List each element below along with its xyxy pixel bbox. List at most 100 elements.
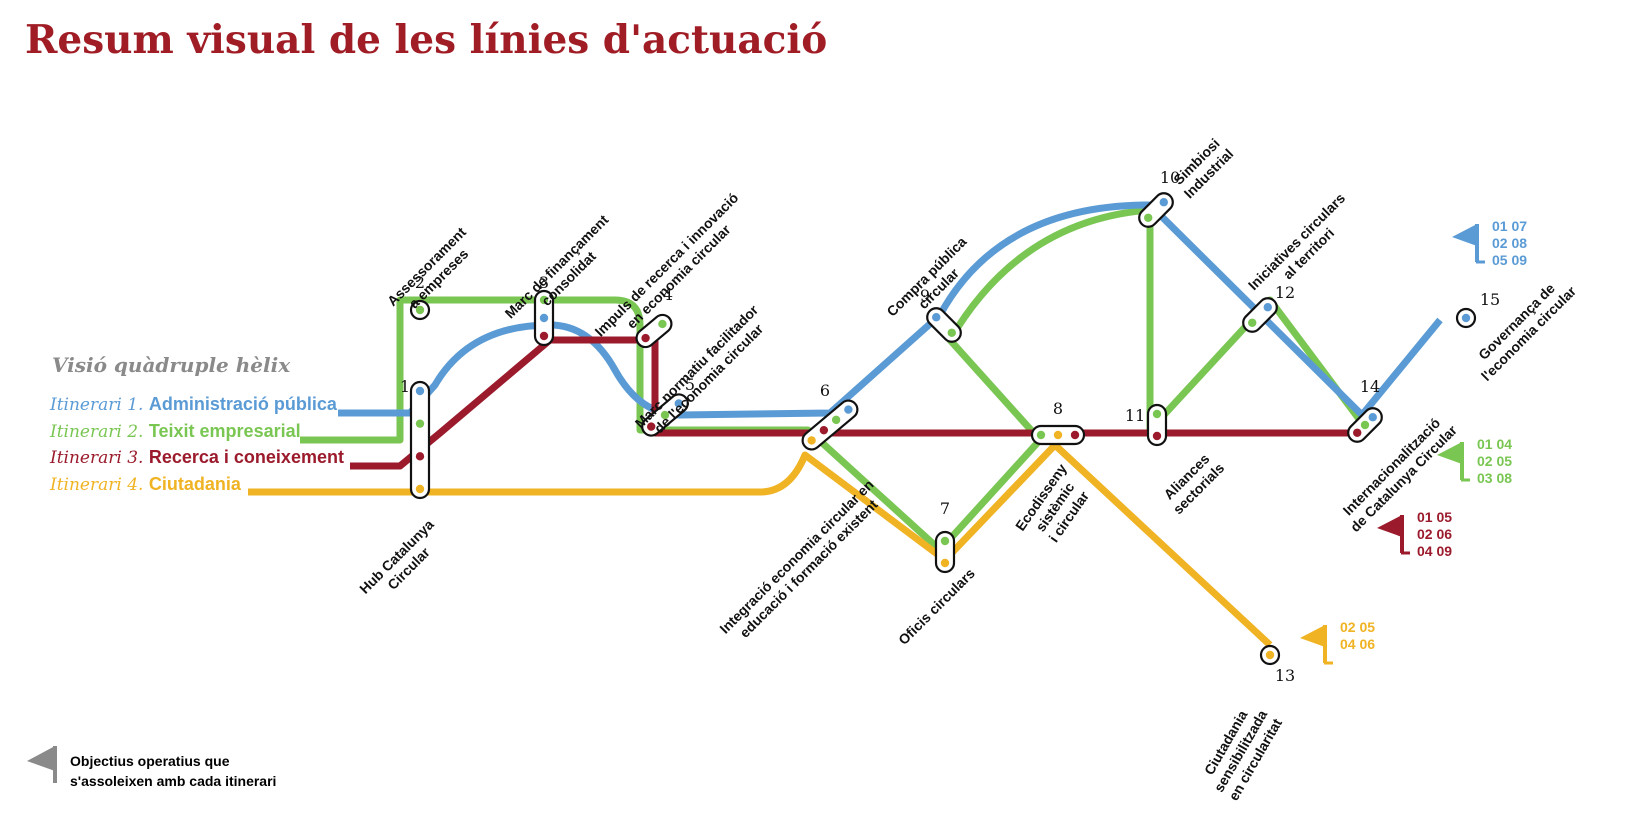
itinerary-1: Itinerari 1. Administració pública [49, 394, 338, 415]
station-dot-blue [674, 399, 683, 408]
station-dot-green [539, 295, 549, 305]
flag-icon [1452, 224, 1477, 246]
station-dot-red [1152, 431, 1162, 441]
station-dot-red [647, 422, 656, 431]
station-label-line: de l'economia circular [651, 320, 767, 436]
quadruple-helix-subtitle: Visió quàdruple hèlix [52, 353, 291, 377]
station-7 [934, 530, 956, 574]
station-dot-green [831, 415, 841, 425]
station-number: 3 [539, 273, 549, 292]
itinerary-prefix: Itinerari 1. [49, 395, 149, 415]
flag-icon [1437, 442, 1462, 464]
itinerary-name: Recerca i coneixement [149, 447, 344, 467]
route-yellow [248, 441, 1273, 648]
station-dot-red [415, 452, 425, 461]
station-15 [1455, 307, 1477, 329]
itinerary-prefix: Itinerari 2. [49, 422, 149, 442]
station-10 [1138, 192, 1174, 228]
objective-code: 02 05 [1477, 453, 1512, 469]
station-dot-red [539, 331, 549, 341]
objective-code: 05 09 [1492, 252, 1527, 268]
station-number: 13 [1275, 666, 1295, 685]
station-number: 1 [400, 377, 410, 396]
itinerary-prefix: Itinerari 4. [49, 475, 149, 495]
route-blue [338, 201, 1443, 419]
objective-code: 02 05 [1340, 619, 1375, 635]
station-label-line: en economia circular [623, 221, 734, 332]
station-dot-red [1353, 428, 1362, 437]
station-dot-blue [1159, 198, 1168, 207]
objective-code: 02 08 [1492, 235, 1527, 251]
objective-code: 01 05 [1417, 509, 1452, 525]
station-dot-blue [415, 386, 425, 396]
itinerary-name: Ciutadania [149, 474, 242, 494]
station-dot-blue [844, 405, 853, 414]
station-number: 5 [685, 375, 695, 394]
objective-code: 01 04 [1477, 436, 1512, 452]
flag-legend: Objectius operatius que s'assoleixen amb… [27, 746, 276, 789]
station-12 [1242, 297, 1278, 333]
station-13 [1259, 644, 1281, 666]
station-number: 11 [1125, 406, 1145, 425]
stations [409, 192, 1477, 666]
station-dot-green [1152, 409, 1162, 419]
objective-code: 02 06 [1417, 526, 1452, 542]
station-number: 8 [1053, 399, 1063, 418]
station-number: 14 [1360, 377, 1380, 396]
station-14 [1347, 407, 1383, 443]
station-dot-green [415, 419, 425, 428]
station-label-line: Integració economia circular en [716, 476, 876, 636]
station-capsule [1146, 403, 1168, 447]
objective-code: 04 06 [1340, 636, 1375, 652]
itinerary-3: Itinerari 3. Recerca i coneixement [49, 447, 344, 468]
station-number: 10 [1160, 168, 1180, 187]
station-number: 15 [1480, 290, 1500, 309]
station-dot-green [415, 305, 425, 315]
itinerary-2: Itinerari 2. Teixit empresarial [49, 421, 301, 442]
station-number: 6 [820, 381, 830, 400]
station-dot-green [940, 536, 950, 546]
station-4 [635, 313, 673, 349]
station-3 [533, 289, 555, 347]
station-8 [1030, 424, 1086, 446]
station-number: 2 [415, 273, 425, 292]
objective-code: 01 07 [1492, 218, 1527, 234]
station-label-line: Iniciatives circulars [1245, 190, 1348, 293]
station-dot-red [819, 425, 829, 435]
station-dot-blue [932, 313, 941, 322]
station-number: 7 [940, 499, 950, 518]
objective-code: 03 08 [1477, 470, 1512, 486]
station-label-line: Oficis circulars [895, 565, 978, 648]
station-dot-green [947, 328, 956, 337]
station-dot-green [660, 410, 670, 420]
station-label-line: educació i formació existent [736, 496, 881, 641]
station-label-7: Oficis circulars [895, 565, 978, 648]
station-dot-red [1070, 430, 1080, 440]
station-5 [641, 393, 689, 437]
station-label-6: Integració economia circular eneducació … [716, 476, 881, 641]
station-capsule [934, 530, 956, 574]
station-6 [801, 399, 859, 451]
legend-flag-icon [27, 746, 57, 783]
station-capsule [409, 380, 431, 500]
station-dot-blue [1263, 303, 1272, 312]
legend-text-line-1: Objectius operatius que [70, 753, 230, 769]
station-dot-green [1248, 318, 1257, 327]
flag-icon [1377, 515, 1402, 537]
station-label-line: Marc de finançament [502, 211, 612, 321]
itinerary-4: Itinerari 4. Ciutadania [49, 474, 242, 495]
itinerary-prefix: Itinerari 3. [49, 448, 149, 468]
station-dot-blue [539, 313, 549, 323]
flag-icon [1300, 625, 1325, 647]
